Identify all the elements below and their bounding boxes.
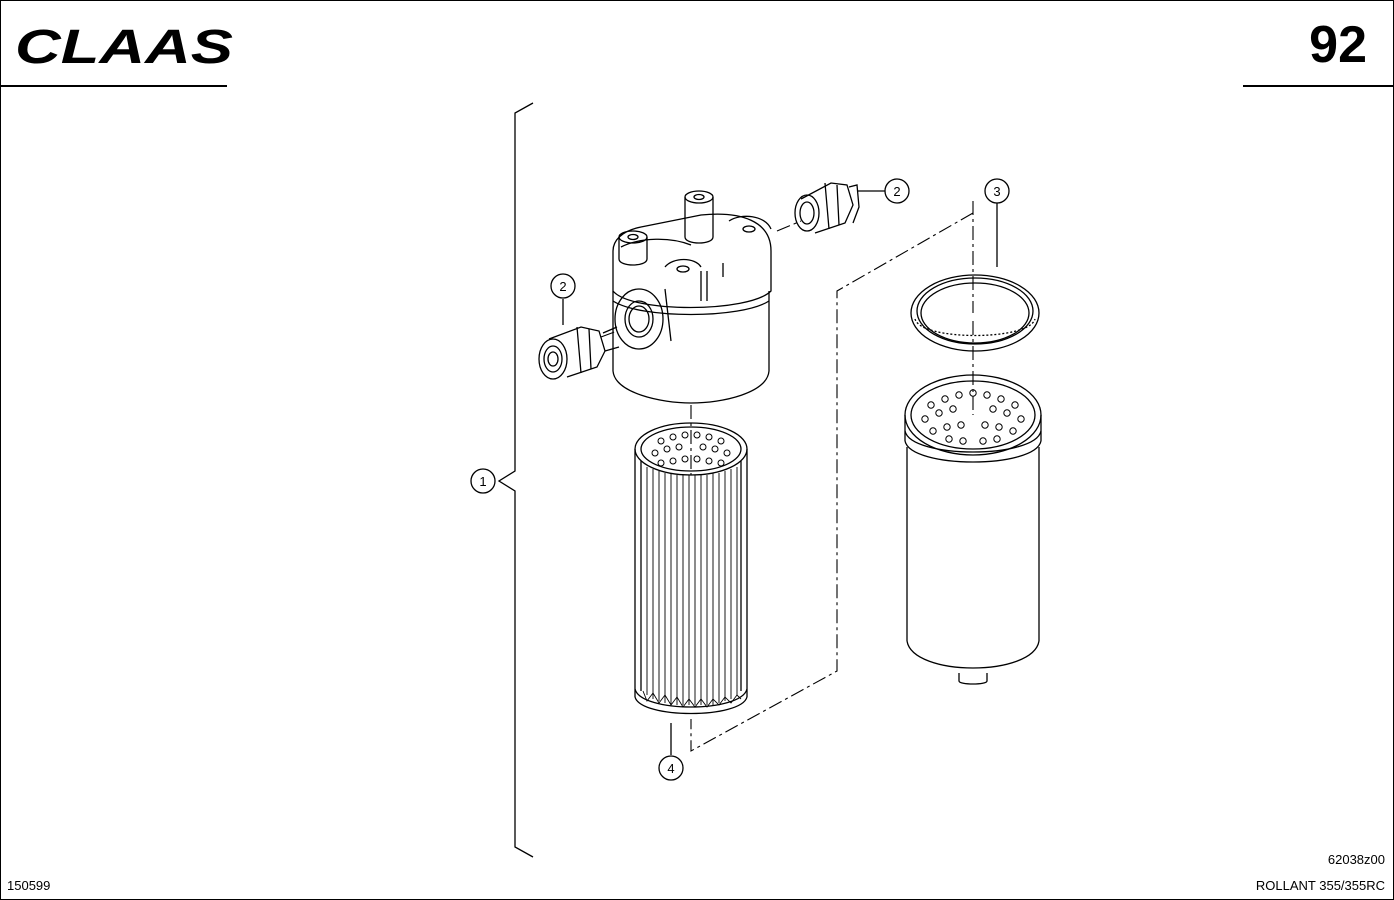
callout-2-right-label: 2 [893,184,900,199]
leader-lines [562,190,998,755]
footer-date-code: 150599 [7,878,51,893]
filter-element-perforations [651,431,731,467]
footer-model: ROLLANT 355/355RC [1255,878,1385,893]
callout-4-label: 4 [667,761,674,776]
filter-element-pleats [642,467,742,708]
callout-3-label: 3 [993,184,1000,199]
callout-1-label: 1 [479,474,486,489]
spin-on-filter-perforations [921,389,1025,445]
callout-3: 3 [984,178,1010,204]
spin-on-filter [904,374,1042,685]
assembly-bracket [497,102,534,858]
fitting-right [794,182,860,234]
callout-1: 1 [470,468,496,494]
brand-logotype: CLAAS [15,25,233,67]
footer-drawing-code: 62038z00 [1327,852,1385,867]
callout-2-left-label: 2 [559,279,566,294]
callout-4: 4 [658,755,684,781]
callout-2-right: 2 [884,178,910,204]
filter-head-housing [612,190,772,404]
claas-logo: CLAAS [15,25,233,67]
header-rule-left [1,85,227,87]
fitting-left [538,326,620,380]
page-number: 92 [1309,16,1367,74]
seal-ring [910,274,1040,352]
callout-2-left: 2 [550,273,576,299]
filter-element [634,422,748,715]
assembly-axes [600,201,974,752]
header-rule-right [1243,85,1393,87]
